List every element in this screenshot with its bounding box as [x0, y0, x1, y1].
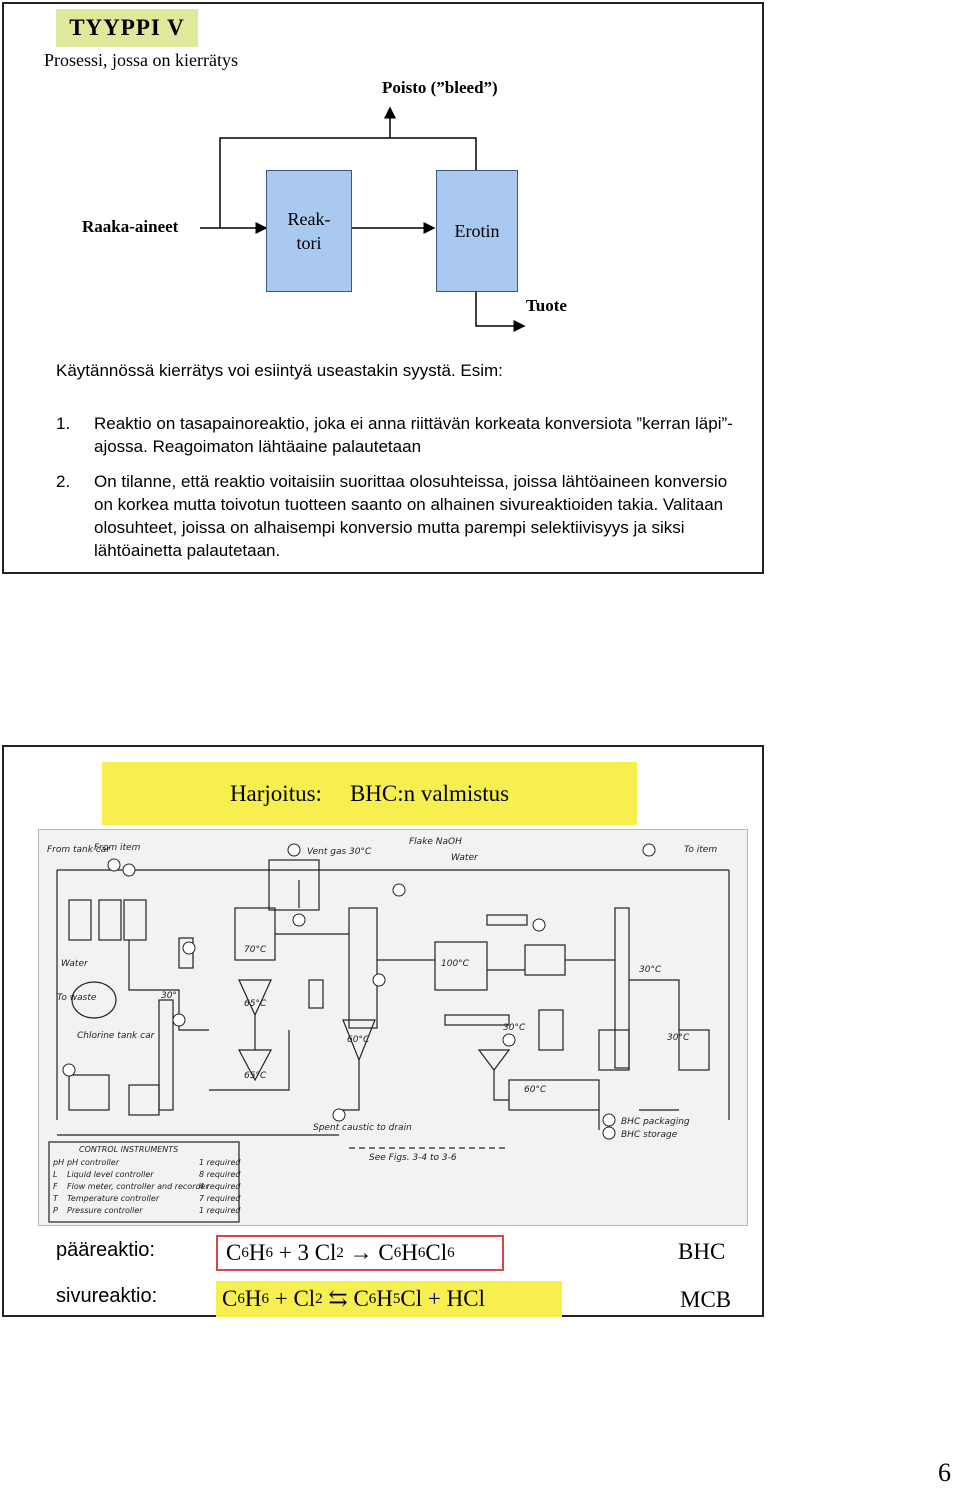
slide-bhc-exercise: Harjoitus: BHC:n valmistus [2, 745, 764, 1317]
side-product-name: MCB [680, 1287, 732, 1312]
list-item-1: Reaktio on tasapainoreaktio, joka ei ann… [94, 414, 733, 456]
legend-code-5: P [53, 1206, 58, 1215]
label-flake-naoh: Flake NaOH [409, 837, 462, 847]
list-number-1: 1. [56, 414, 71, 433]
exercise-title: Harjoitus: BHC:n valmistus [102, 762, 637, 825]
eq-side-r: Cl + HCl [400, 1286, 485, 1311]
legend-code-3: F [53, 1182, 58, 1191]
temp-4: 65°C [244, 1071, 267, 1081]
legend-code-4: T [53, 1194, 59, 1203]
page-number: 6 [938, 1458, 951, 1487]
list-item-2: On tilanne, että reaktio voitaisiin suor… [94, 472, 728, 560]
side-reaction-label: sivureaktio: [56, 1285, 158, 1307]
eq-side-p: C [353, 1286, 369, 1311]
process-flow-diagram: From tank car From item Vent gas 30°C Fl… [38, 829, 748, 1226]
label-water-top: Water [451, 853, 479, 863]
eq-main-a1: 6 [241, 1244, 249, 1261]
eq-main-p1: 6 [393, 1244, 402, 1261]
legend-req-5: 1 required [199, 1206, 241, 1215]
eq-main-arrow: → [349, 1240, 373, 1265]
legend-name-1: pH controller [66, 1158, 120, 1167]
eq-side-plus: + Cl [274, 1286, 316, 1311]
slide-title: TYYPPI V [56, 9, 198, 47]
eq-side-p1: 6 [368, 1290, 377, 1307]
label-spent-caustic: Spent caustic to drain [313, 1123, 412, 1133]
legend-req-2: 8 required [199, 1170, 241, 1179]
main-reaction-label: pääreaktio: [56, 1239, 155, 1261]
label-see-figs: See Figs. 3-4 to 3-6 [369, 1153, 457, 1163]
list-number-2: 2. [56, 472, 71, 491]
eq-side-q: H [376, 1286, 393, 1311]
legend-name-3: Flow meter, controller and recorder [67, 1182, 209, 1191]
process-diagram-drawing: From tank car From item Vent gas 30°C Fl… [47, 837, 730, 1223]
product-label: Tuote [526, 296, 567, 315]
label-from-item: From item [94, 843, 141, 853]
legend-req-4: 7 required [199, 1194, 241, 1203]
eq-main-plus: + 3 Cl [278, 1240, 337, 1265]
eq-main-b: H [248, 1240, 266, 1265]
temp-5: 60°C [347, 1035, 370, 1045]
label-vent-gas: Vent gas 30°C [307, 847, 372, 857]
flow-lines [200, 106, 526, 332]
temp-1: 70°C [244, 945, 267, 955]
eq-main-q1: 6 [417, 1244, 426, 1261]
legend-req-3: 4 required [199, 1182, 241, 1191]
temp-9: 30°C [639, 965, 662, 975]
label-bhc-storage: BHC storage [621, 1130, 678, 1140]
temp-8: 60°C [524, 1085, 547, 1095]
eq-main-p: C [378, 1240, 394, 1265]
raw-material-label: Raaka-aineet [82, 217, 179, 236]
legend-name-4: Temperature controller [67, 1194, 160, 1203]
label-water-left: Water [61, 959, 89, 969]
eq-side-b1: 6 [261, 1290, 269, 1307]
legend-title: CONTROL INSTRUMENTS [79, 1145, 178, 1154]
temp-3: 65°C [244, 999, 267, 1009]
eq-main-b1: 6 [265, 1244, 273, 1261]
label-bhc-packaging: BHC packaging [621, 1117, 690, 1127]
intro-text: Käytännössä kierrätys voi esiintyä useas… [56, 361, 503, 380]
label-from-tank-car: From tank car [47, 845, 111, 855]
exercise-title-left: Harjoitus: [229, 780, 322, 806]
eq-side-c1: 2 [315, 1290, 323, 1307]
eq-main-r1: 6 [447, 1244, 455, 1261]
label-chlorine: Chlorine tank car [77, 1031, 156, 1041]
temp-7: 30°C [503, 1023, 526, 1033]
temp-10: 30°C [667, 1033, 690, 1043]
reactor-box: Reak- tori [266, 170, 352, 292]
eq-side-b: H [244, 1286, 262, 1311]
eq-main-q: H [401, 1240, 418, 1265]
temp-2: 30° [161, 991, 177, 1001]
label-to-waste: To waste [57, 993, 97, 1003]
legend-name-2: Liquid level controller [67, 1170, 154, 1179]
label-to-item: To item [684, 845, 717, 855]
eq-main-a: C [226, 1240, 242, 1265]
slide-subtitle: Prosessi, jossa on kierrätys [44, 50, 238, 70]
eq-side-a1: 6 [237, 1290, 245, 1307]
legend-name-5: Pressure controller [67, 1206, 143, 1215]
legend-code-2: L [53, 1170, 57, 1179]
eq-main-r: Cl [425, 1240, 448, 1265]
eq-side-arrow: ⇆ [328, 1286, 348, 1311]
bleed-label: Poisto (”bleed”) [382, 78, 498, 97]
temp-6: 100°C [441, 959, 470, 969]
separator-box: Erotin [436, 170, 518, 292]
exercise-title-right: BHC:n valmistus [349, 780, 510, 806]
eq-side-a: C [222, 1286, 238, 1311]
eq-main-c1: 2 [336, 1244, 344, 1261]
legend-code-1: pH [52, 1158, 64, 1167]
slide-recycle-process: TYYPPI V Prosessi, jossa on kierrätys Po… [2, 2, 764, 574]
legend-req-1: 1 required [199, 1158, 241, 1167]
main-product-name: BHC [678, 1239, 726, 1264]
eq-side-q1: 5 [392, 1290, 401, 1307]
